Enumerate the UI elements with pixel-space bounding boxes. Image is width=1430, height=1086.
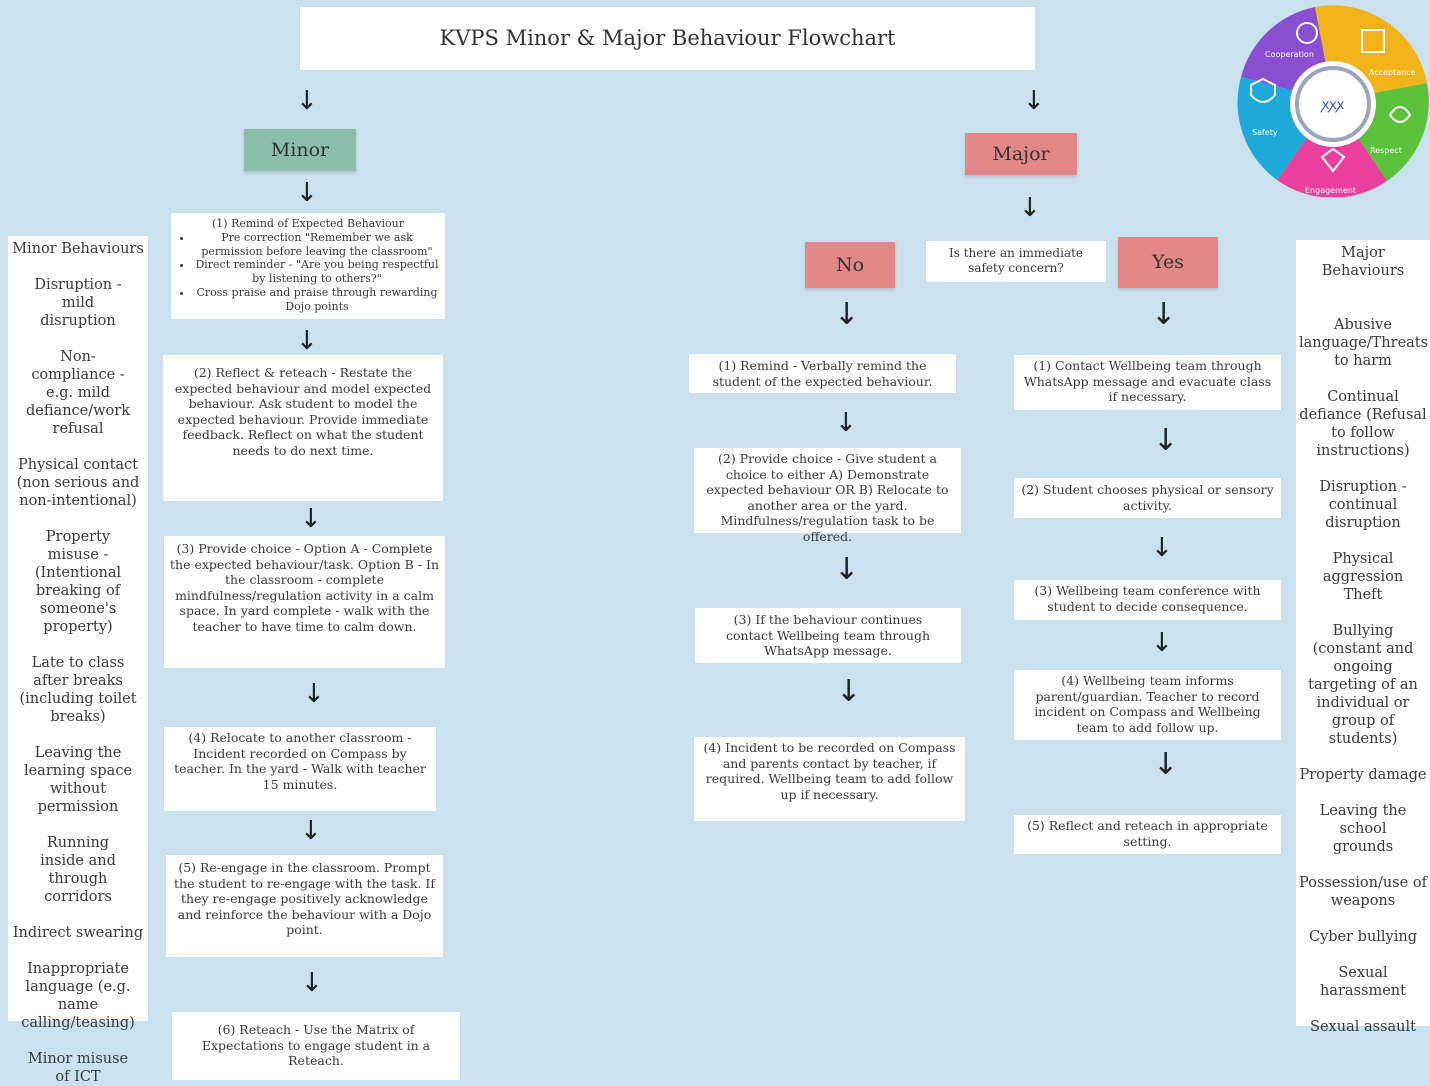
safety-question: Is there an immediate safety concern? <box>926 241 1106 282</box>
arrow-down-icon: ↓ <box>296 86 318 116</box>
major-behaviours-heading: Major Behaviours <box>1321 245 1405 279</box>
arrow-down-icon: ↓ <box>1023 86 1045 116</box>
major-behaviour-item: Abusive language/Threats to harm <box>1299 317 1429 369</box>
yes-step-1: (1) Contact Wellbeing team through Whats… <box>1014 355 1281 410</box>
segment-labels: Cooperation Acceptance Respect Engagemen… <box>1252 50 1416 195</box>
major-behaviours-panel: Major Behaviours Abusive language/Threat… <box>1296 240 1430 1035</box>
minor-step-1-heading: (1) Remind of Expected Behaviour <box>212 217 404 230</box>
minor-behaviour-item: Late to class after breaks (including to… <box>19 655 137 725</box>
handshake-icon <box>1388 106 1412 123</box>
minor-behaviours-heading: Minor Behaviours <box>12 241 144 257</box>
puzzle-icon <box>1361 29 1385 53</box>
major-behaviour-item: Cyber bullying <box>1308 929 1418 945</box>
arrow-down-icon: ↓ <box>1151 628 1173 658</box>
segment-icons <box>1250 22 1412 173</box>
minor-behaviour-item: Minor misuse of ICT <box>27 1051 129 1085</box>
major-behaviour-item: Physical aggression Theft <box>1322 551 1404 603</box>
minor-step-1: (1) Remind of Expected Behaviour Pre cor… <box>171 213 445 319</box>
respect-label: Respect <box>1370 146 1402 155</box>
major-label: Major <box>965 133 1077 175</box>
people-icon <box>1320 147 1346 173</box>
page-title: KVPS Minor & Major Behaviour Flowchart <box>300 7 1035 70</box>
minor-label: Minor <box>244 129 356 171</box>
major-behaviour-item: Leaving the school grounds <box>1319 803 1407 855</box>
arrow-down-icon: ↓ <box>300 816 322 846</box>
minor-behaviours-panel: Minor Behaviours Disruption - mild disru… <box>8 236 148 1085</box>
arrow-down-icon: ↓ <box>296 326 318 356</box>
school-crest-icon: ꭗꭗꭗ <box>1320 97 1345 113</box>
major-behaviour-item: Sexual assault <box>1310 1019 1416 1035</box>
cooperation-label: Cooperation <box>1265 50 1314 59</box>
minor-behaviour-item: Disruption - mild disruption <box>34 277 122 329</box>
arrow-down-icon: ↓ <box>1153 747 1179 782</box>
bullet-item: Cross praise and praise through rewardin… <box>193 286 441 314</box>
minor-step-1-bullets: Pre correction "Remember we ask permissi… <box>175 231 441 314</box>
arrow-down-icon: ↓ <box>836 674 862 709</box>
bullet-item: Direct reminder - "Are you being respect… <box>193 258 441 286</box>
bullet-item: Pre correction "Remember we ask permissi… <box>193 231 441 259</box>
shield-icon <box>1250 77 1276 103</box>
minor-step-6: (6) Reteach - Use the Matrix of Expectat… <box>172 1012 460 1080</box>
arrow-down-icon: ↓ <box>1153 423 1179 458</box>
arrow-down-icon: ↓ <box>301 968 323 998</box>
minor-behaviour-item: Indirect swearing <box>12 925 144 941</box>
major-behaviour-item: Continual defiance (Refusal to follow in… <box>1299 389 1427 459</box>
arrow-down-icon: ↓ <box>300 504 322 534</box>
no-step-1: (1) Remind - Verbally remind the student… <box>689 354 956 393</box>
minor-step-4: (4) Relocate to another classroom - Inci… <box>164 727 436 811</box>
minor-behaviour-item: Non-compliance - e.g. mild defiance/work… <box>26 349 130 437</box>
arrow-down-icon: ↓ <box>835 408 857 438</box>
major-behaviour-item: Possession/use of weapons <box>1299 875 1427 909</box>
minor-behaviour-item: Leaving the learning space without permi… <box>23 745 133 815</box>
yes-step-5: (5) Reflect and reteach in appropriate s… <box>1014 815 1281 854</box>
logo-ring <box>1295 66 1371 142</box>
yes-step-2: (2) Student chooses physical or sensory … <box>1014 478 1281 518</box>
gear-icon <box>1296 22 1318 44</box>
arrow-down-icon: ↓ <box>834 552 860 587</box>
yes-label: Yes <box>1118 237 1218 288</box>
arrow-down-icon: ↓ <box>1151 533 1173 563</box>
arrow-down-icon: ↓ <box>303 679 325 709</box>
minor-step-2: (2) Reflect & reteach - Restate the expe… <box>163 355 443 501</box>
minor-behaviour-item: Running inside and through corridors <box>40 835 116 905</box>
major-behaviour-item: Sexual harassment <box>1320 965 1406 999</box>
no-step-3: (3) If the behaviour continues contact W… <box>695 608 961 663</box>
minor-step-3: (3) Provide choice - Option A - Complete… <box>164 536 445 668</box>
arrow-down-icon: ↓ <box>1151 297 1177 332</box>
school-values-logo: ꭗꭗꭗ Cooperation Acceptance Respect Engag… <box>1237 5 1429 198</box>
major-behaviour-item: Disruption - continual disruption <box>1319 479 1407 531</box>
no-step-2: (2) Provide choice - Give student a choi… <box>694 448 961 544</box>
arrow-down-icon: ↓ <box>296 178 318 208</box>
no-step-4: (4) Incident to be recorded on Compass a… <box>694 737 965 821</box>
no-label: No <box>805 242 895 288</box>
logo-center <box>1290 61 1376 147</box>
minor-step-5: (5) Re-engage in the classroom. Prompt t… <box>166 855 443 957</box>
minor-behaviour-item: Property misuse - (Intentional breaking … <box>34 529 122 635</box>
acceptance-label: Acceptance <box>1369 68 1416 77</box>
yes-step-4: (4) Wellbeing team informs parent/guardi… <box>1014 670 1281 740</box>
arrow-down-icon: ↓ <box>834 297 860 332</box>
major-behaviour-item: Property damage <box>1299 767 1427 783</box>
yes-step-3: (3) Wellbeing team conference with stude… <box>1014 580 1281 620</box>
major-behaviour-item: Bullying (constant and ongoing targeting… <box>1308 623 1418 747</box>
engagement-label: Engagement <box>1305 186 1356 195</box>
values-wheel-icon: ꭗꭗꭗ Cooperation Acceptance Respect Engag… <box>1237 5 1429 198</box>
arrow-down-icon: ↓ <box>1019 193 1041 223</box>
minor-behaviour-item: Physical contact (non serious and non-in… <box>16 457 140 509</box>
minor-behaviour-item: Inappropriate language (e.g. name callin… <box>21 961 135 1031</box>
safety-label: Safety <box>1252 128 1278 137</box>
